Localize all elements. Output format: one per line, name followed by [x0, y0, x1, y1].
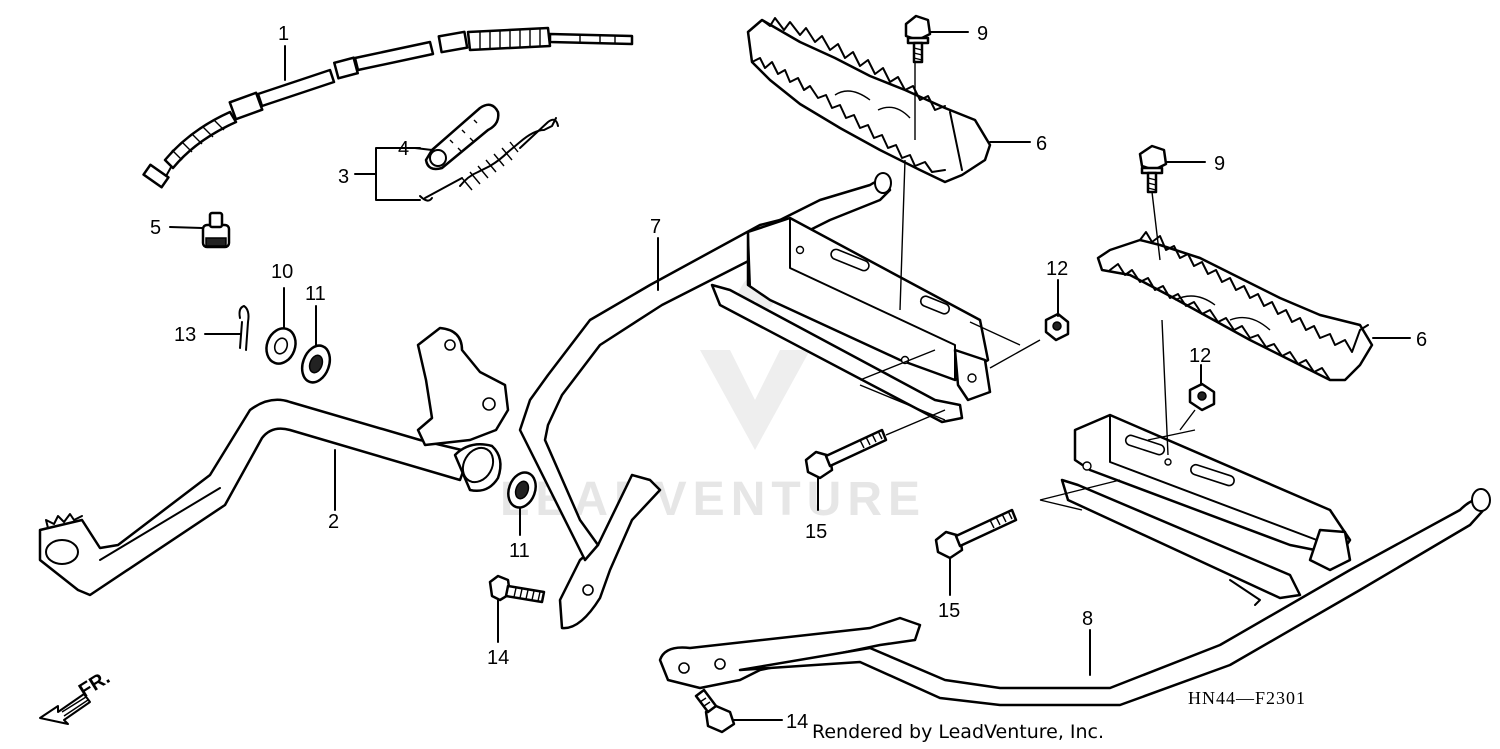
part-bolt-15-lower: [934, 508, 1018, 560]
part-switch: [201, 211, 231, 249]
callout-10: 10: [271, 261, 293, 283]
callout-11-lower: 11: [509, 540, 530, 562]
callout-11-upper: 11: [305, 283, 326, 305]
callout-9-upper: 9: [977, 23, 988, 45]
part-bolt-lower: [1138, 144, 1168, 194]
part-spring-and-sleeve: [419, 103, 559, 202]
callout-14-right: 14: [786, 711, 808, 733]
callout-12-lower: 12: [1189, 345, 1211, 367]
callout-14-left: 14: [487, 647, 509, 669]
callout-3: 3: [338, 166, 349, 188]
credit-text: Rendered by LeadVenture, Inc.: [812, 721, 1104, 743]
callout-9-lower: 9: [1214, 153, 1225, 175]
callout-8: 8: [1082, 608, 1093, 630]
part-bolt-upper: [904, 14, 932, 64]
callout-12-upper: 12: [1046, 258, 1068, 280]
callout-7: 7: [650, 216, 661, 238]
part-bolt-14-right: [694, 688, 736, 734]
callout-1: 1: [278, 23, 289, 45]
callout-15-lower: 15: [938, 600, 960, 622]
callout-15-upper: 15: [805, 521, 827, 543]
callout-13: 13: [174, 324, 196, 346]
callout-5: 5: [150, 217, 161, 239]
part-nut-upper: [1044, 312, 1070, 342]
part-right-step-bracket: [658, 413, 1491, 707]
callout-4: 4: [398, 138, 409, 160]
part-pin-washers: [238, 305, 537, 509]
assembly-guides: [859, 62, 1196, 511]
callout-6-upper: 6: [1036, 133, 1047, 155]
leader-lines: [169, 31, 1411, 721]
part-footpeg-lower: [1096, 231, 1374, 382]
part-footpeg-upper: [746, 17, 992, 184]
part-bolt-15-upper: [804, 428, 888, 480]
part-brake-pedal: [38, 326, 510, 597]
front-direction-indicator: FR.: [39, 667, 114, 725]
diagram-code: HN44—F2301: [1188, 688, 1306, 708]
part-bolt-14-left: [488, 574, 546, 604]
part-brake-cable: [142, 26, 634, 189]
part-left-step-bracket: [518, 172, 992, 630]
callout-2: 2: [328, 511, 339, 533]
callout-6-lower: 6: [1416, 329, 1427, 351]
callout-labels: 1 2 3 4 5 6 6 7 8 9 9 10 11 11 12 12 13 …: [150, 23, 1427, 733]
part-nut-lower: [1188, 382, 1216, 412]
